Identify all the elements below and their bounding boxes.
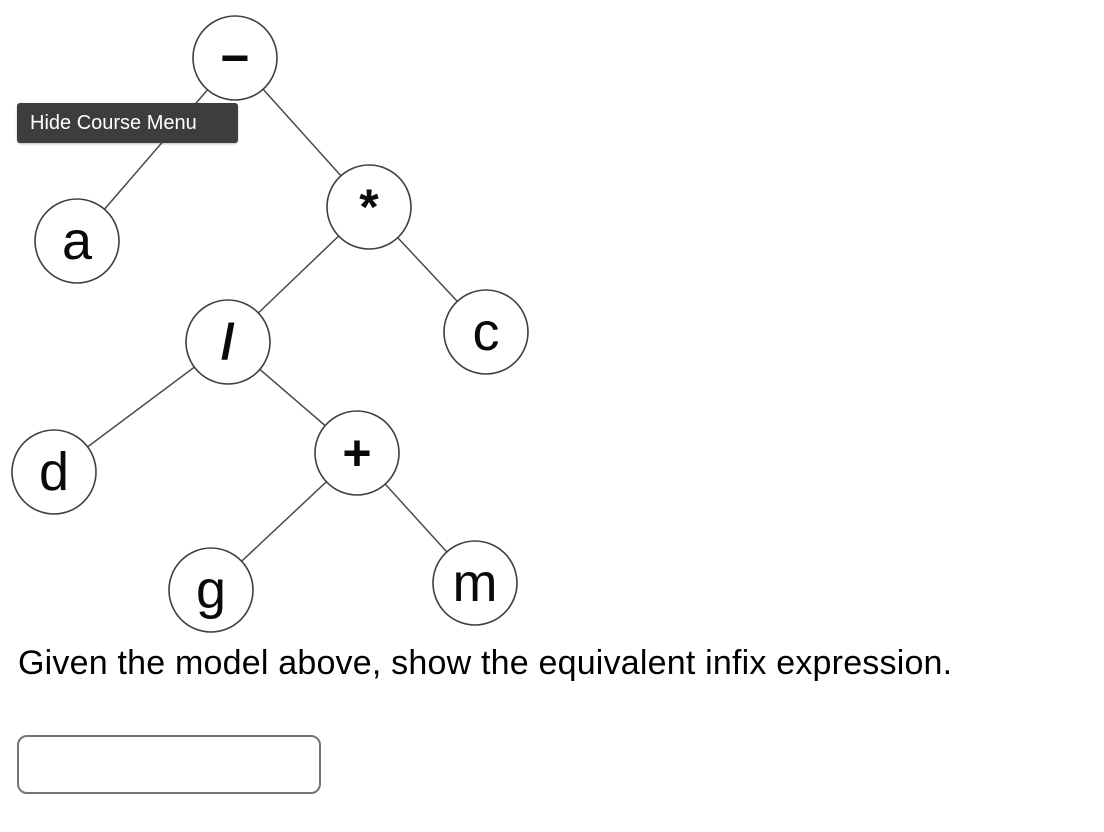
tree-node-label-g: g (196, 560, 226, 620)
tree-node-circle-slash (185, 299, 271, 385)
tree-node-label-c: c (473, 302, 500, 362)
tree-node-circle-d (11, 429, 97, 515)
expression-tree-diagram: − a * / c d + g m (11, 15, 529, 633)
question-text: Given the model above, show the equivale… (18, 644, 953, 682)
tree-node-circle-minus (192, 15, 278, 101)
hide-course-menu-tooltip[interactable]: Hide Course Menu (17, 103, 238, 143)
tree-node-circle-a (34, 198, 120, 284)
tree-node-label-a: a (62, 211, 93, 271)
tree-node-label-m: m (453, 553, 498, 613)
tree-node-circle-m (432, 540, 518, 626)
tree-node-label-star: * (359, 179, 379, 235)
tree-node-label-minus: − (220, 30, 249, 86)
tree-node-circle-star (326, 164, 412, 250)
tree-node-circle-plus (314, 410, 400, 496)
tree-node-circle-c (443, 289, 529, 375)
answer-input[interactable] (17, 735, 321, 794)
hide-course-menu-tooltip-label: Hide Course Menu (30, 111, 197, 134)
tree-node-circle-g (168, 547, 254, 633)
tree-node-label-plus: + (342, 425, 371, 481)
tree-node-label-d: d (39, 442, 69, 502)
tree-node-label-slash: / (221, 314, 235, 370)
